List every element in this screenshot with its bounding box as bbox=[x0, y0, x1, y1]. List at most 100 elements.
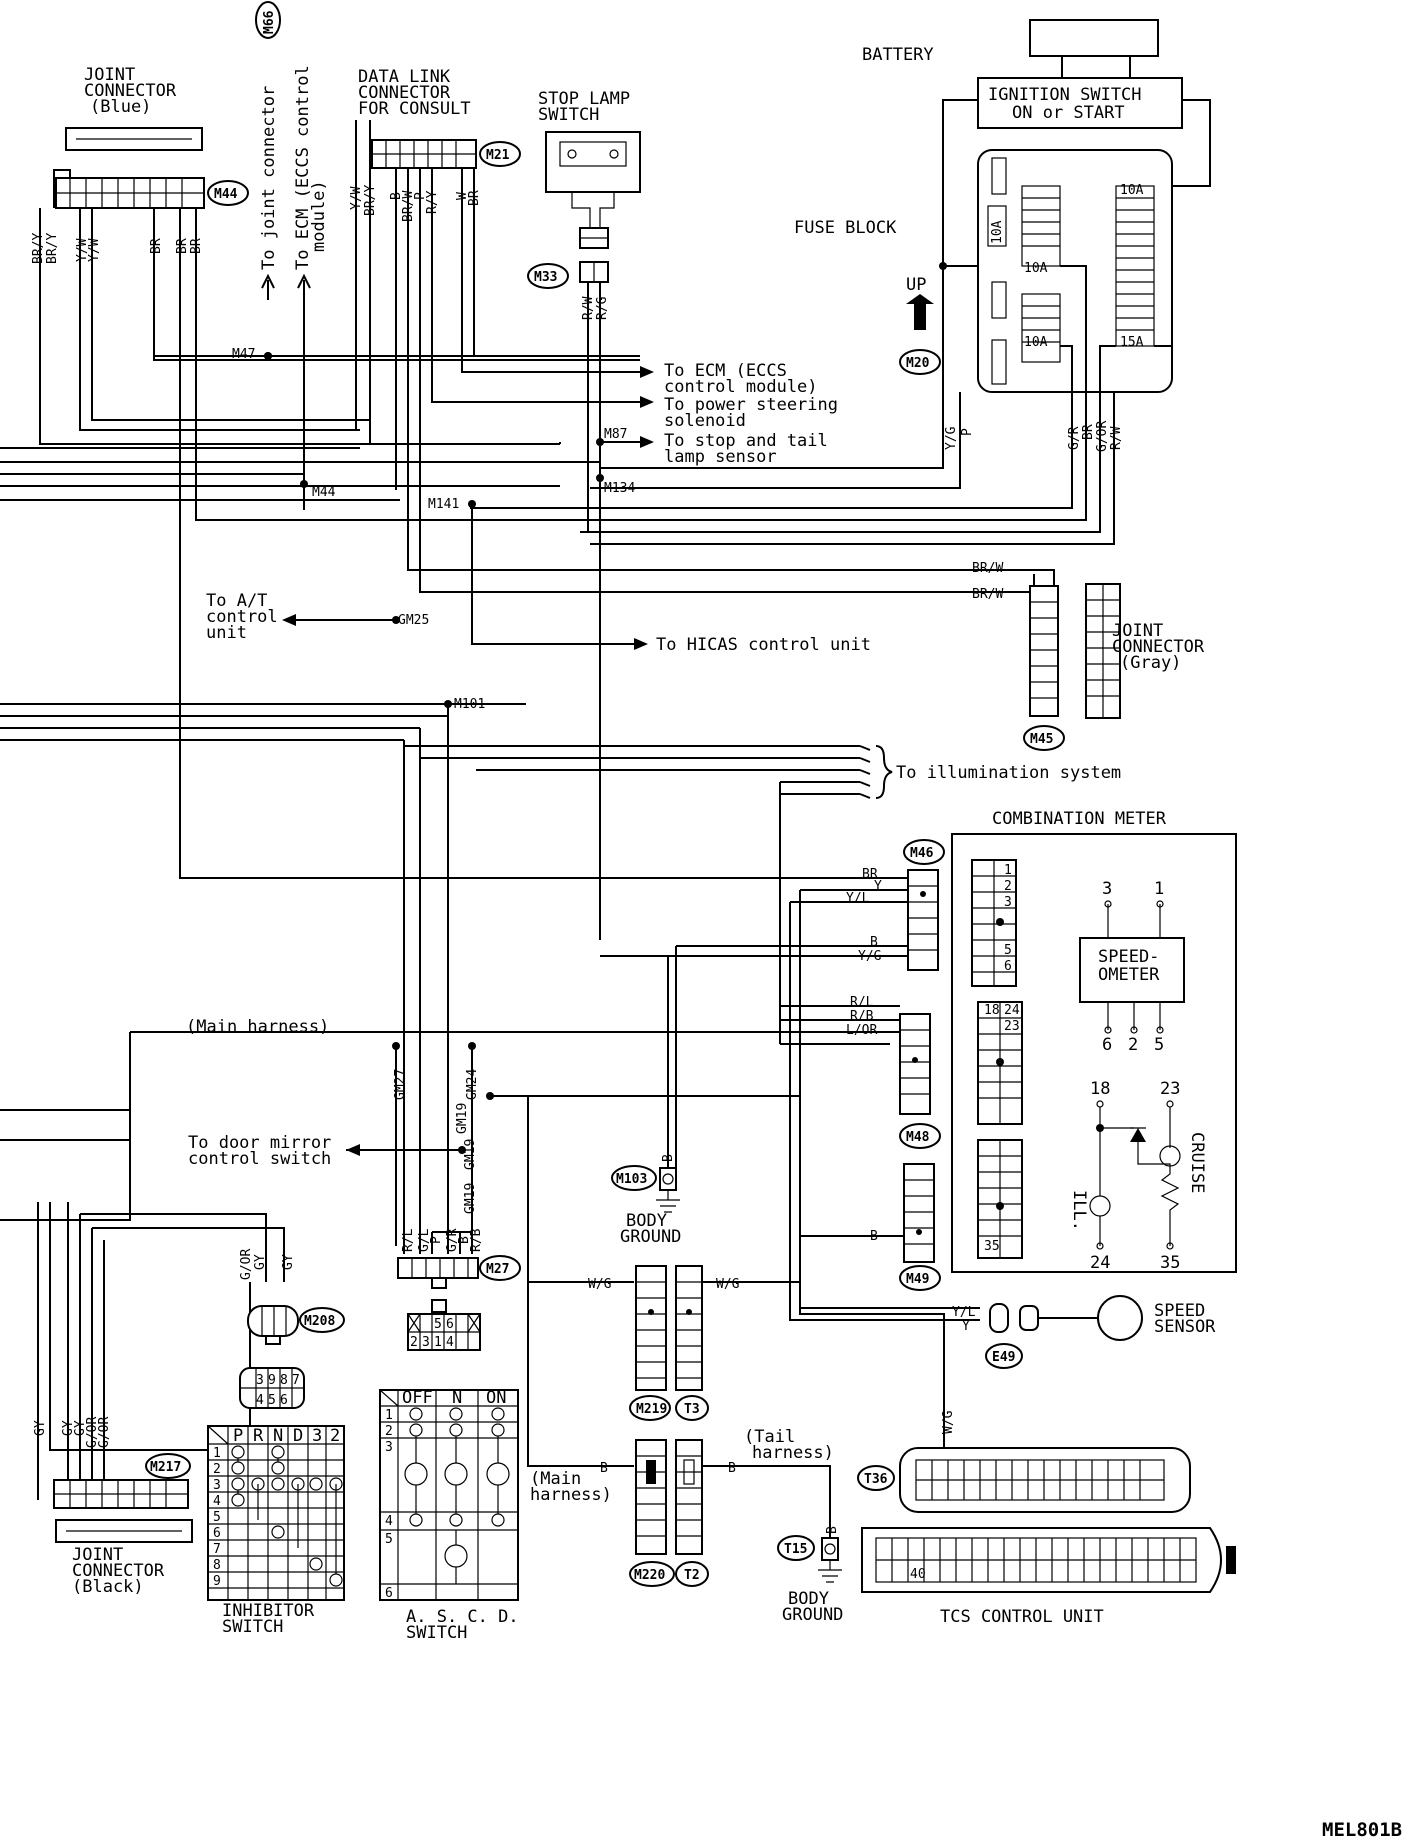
connector-m48-block bbox=[899, 1013, 931, 1115]
svg-text:Y: Y bbox=[962, 1319, 970, 1334]
connector-m21: M21 bbox=[479, 141, 521, 167]
connector-m20-label: M20 bbox=[906, 356, 930, 371]
connector-m208-block bbox=[247, 1305, 299, 1345]
svg-text:B: B bbox=[661, 1154, 676, 1162]
svg-text:8: 8 bbox=[280, 1373, 288, 1388]
connector-m33-label: M33 bbox=[534, 270, 557, 285]
svg-text:6: 6 bbox=[446, 1317, 454, 1332]
joint-blue-label-3: (Blue) bbox=[90, 97, 151, 117]
svg-text:9: 9 bbox=[213, 1574, 221, 1589]
svg-text:4: 4 bbox=[213, 1494, 221, 1509]
connector-t3: T3 bbox=[675, 1395, 709, 1421]
svg-text:1: 1 bbox=[434, 1335, 442, 1350]
svg-text:GM19: GM19 bbox=[455, 1103, 470, 1134]
wire-fb-p: P bbox=[960, 428, 975, 436]
connector-m220-label: M220 bbox=[634, 1568, 665, 1583]
junction-m101: M101 bbox=[454, 697, 485, 712]
wire-blue-bry-1: BR/Y bbox=[31, 233, 46, 264]
svg-text:BODY: BODY bbox=[626, 1211, 667, 1231]
svg-text:4: 4 bbox=[385, 1514, 393, 1529]
joint-connector-blue: JOINT CONNECTOR (Blue) bbox=[55, 65, 205, 209]
svg-text:SWITCH: SWITCH bbox=[406, 1623, 467, 1643]
svg-text:6: 6 bbox=[1004, 959, 1012, 974]
svg-text:2: 2 bbox=[330, 1426, 340, 1446]
svg-text:6: 6 bbox=[385, 1586, 393, 1601]
svg-text:JOINT: JOINT bbox=[72, 1545, 123, 1565]
svg-text:9: 9 bbox=[268, 1373, 276, 1388]
wire-blue-yw-1: Y/W bbox=[75, 238, 90, 262]
combination-meter-label: COMBINATION METER bbox=[992, 809, 1167, 829]
connector-m219-label: M219 bbox=[636, 1402, 667, 1417]
ill-label: ILL. bbox=[1069, 1190, 1089, 1231]
wire-blue-bry-2: BR/Y bbox=[45, 233, 60, 264]
svg-text:R/B: R/B bbox=[469, 1228, 484, 1252]
fuse-10a-right: 10A bbox=[1120, 183, 1144, 198]
stop-lamp-label-2: SWITCH bbox=[538, 105, 599, 125]
wire-blue-br-1: BR bbox=[149, 238, 164, 254]
connector-t36-label: T36 bbox=[864, 1472, 888, 1487]
wire-gray-brw-2: BR/W bbox=[972, 587, 1003, 602]
svg-text:24: 24 bbox=[1090, 1253, 1110, 1273]
m27-pin-diagram: 5 6 2 3 1 4 bbox=[407, 1299, 481, 1351]
harness-main-1: (Main harness) bbox=[186, 1017, 329, 1037]
joint-gray-label-2: CONNECTOR bbox=[1112, 637, 1205, 657]
ignition-switch-sublabel: ON or START bbox=[1012, 103, 1125, 123]
connector-m27-label: M27 bbox=[486, 1262, 509, 1277]
dest-at-1: To A/T bbox=[206, 591, 267, 611]
connector-m44: M44 bbox=[207, 180, 249, 206]
svg-text:2: 2 bbox=[1004, 879, 1012, 894]
joint-connector-gray: JOINT CONNECTOR (Gray) bbox=[1029, 583, 1205, 719]
up-label: UP bbox=[906, 275, 926, 295]
svg-text:1: 1 bbox=[1154, 879, 1164, 899]
svg-text:P: P bbox=[429, 1236, 444, 1244]
svg-text:Y: Y bbox=[874, 879, 882, 894]
svg-text:3: 3 bbox=[1102, 879, 1112, 899]
svg-text:W/G: W/G bbox=[716, 1277, 740, 1292]
svg-text:1: 1 bbox=[213, 1446, 221, 1461]
svg-text:G/R: G/R bbox=[445, 1228, 460, 1252]
svg-text:CONNECTOR: CONNECTOR bbox=[72, 1561, 165, 1581]
svg-text:1: 1 bbox=[385, 1408, 393, 1423]
ascd-switch-table: OFF N ON 1 2 3 4 5 6 A. S. C. D. SWITCH bbox=[379, 1388, 519, 1643]
connector-m46-block bbox=[907, 869, 939, 971]
connector-m49: M49 bbox=[899, 1265, 941, 1291]
svg-text:5: 5 bbox=[385, 1532, 393, 1547]
svg-text:harness): harness) bbox=[752, 1443, 834, 1463]
svg-text:harness): harness) bbox=[530, 1485, 612, 1505]
svg-text:3: 3 bbox=[312, 1426, 322, 1446]
connector-m46: M46 bbox=[903, 839, 945, 865]
ignition-switch-label: IGNITION SWITCH bbox=[988, 85, 1142, 105]
tcs-label: TCS CONTROL UNIT bbox=[940, 1607, 1104, 1627]
svg-text:2: 2 bbox=[1128, 1035, 1138, 1055]
svg-text:(Tail: (Tail bbox=[744, 1427, 795, 1447]
svg-text:24: 24 bbox=[1004, 1003, 1020, 1018]
connector-m49-label: M49 bbox=[906, 1272, 929, 1287]
connector-m208-label: M208 bbox=[304, 1314, 335, 1329]
svg-text:R: R bbox=[253, 1426, 264, 1446]
meter-connector-a: 123 56 bbox=[971, 859, 1017, 987]
connector-m49-block bbox=[903, 1163, 935, 1263]
svg-text:GROUND: GROUND bbox=[782, 1605, 843, 1625]
dest-stop-tail-2: lamp sensor bbox=[664, 447, 777, 467]
svg-text:W/G: W/G bbox=[941, 1410, 956, 1434]
svg-text:Y/L: Y/L bbox=[846, 891, 870, 906]
connector-m217-label: M217 bbox=[150, 1460, 181, 1475]
connector-m20: M20 bbox=[899, 349, 941, 375]
svg-text:35: 35 bbox=[1160, 1253, 1180, 1273]
data-link-label-1: DATA LINK bbox=[358, 67, 451, 87]
connector-t3-block bbox=[675, 1265, 703, 1391]
svg-text:2: 2 bbox=[385, 1424, 393, 1439]
svg-text:6: 6 bbox=[213, 1526, 221, 1541]
connector-m219-block bbox=[635, 1265, 667, 1391]
svg-text:N: N bbox=[452, 1388, 462, 1408]
svg-text:5: 5 bbox=[268, 1393, 276, 1408]
svg-text:1: 1 bbox=[1004, 863, 1012, 878]
wire-sl-rg: R/G bbox=[595, 296, 610, 320]
data-link-label-3: FOR CONSULT bbox=[358, 99, 471, 119]
connector-m27-block bbox=[397, 1257, 479, 1289]
svg-text:6: 6 bbox=[280, 1393, 288, 1408]
connector-m220: M220 bbox=[629, 1561, 675, 1587]
connector-t2: T2 bbox=[675, 1561, 709, 1587]
svg-text:2: 2 bbox=[410, 1335, 418, 1350]
